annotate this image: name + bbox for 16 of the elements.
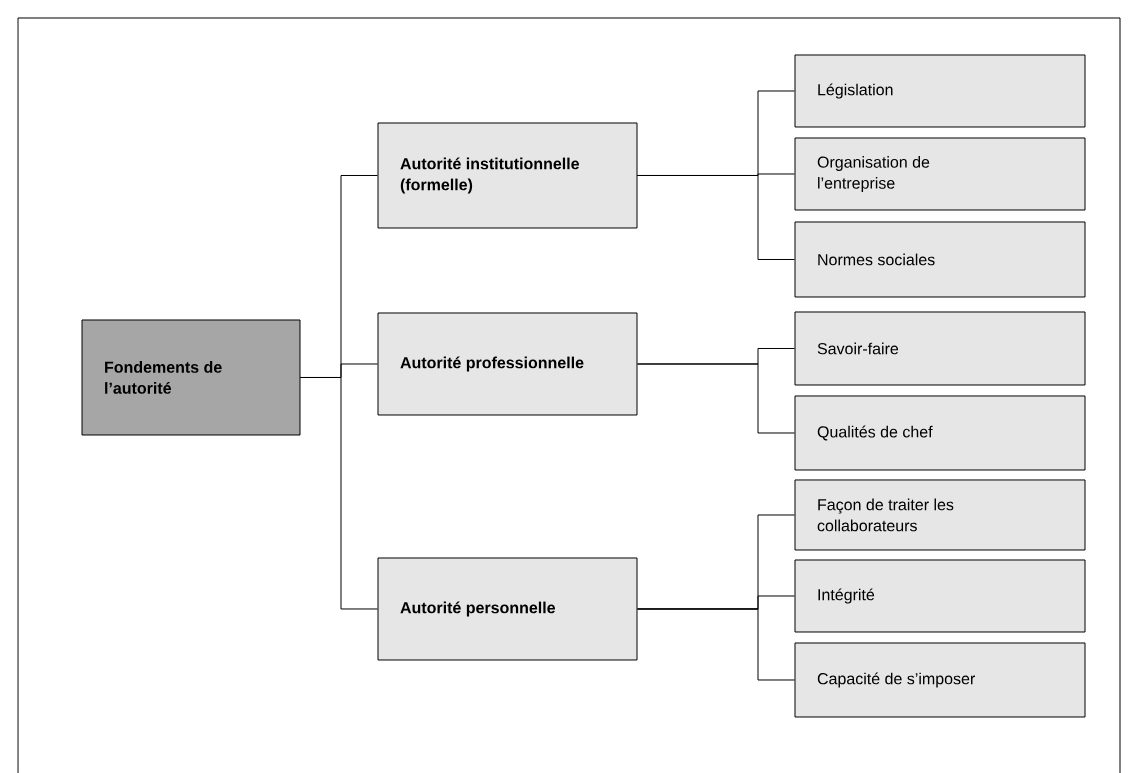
item-box: Normes sociales xyxy=(794,221,1086,298)
category-box: Autorité personnelle xyxy=(377,557,638,661)
connector xyxy=(637,363,795,434)
item-box: Qualités de chef xyxy=(794,395,1086,471)
connector xyxy=(637,175,795,260)
connector xyxy=(637,608,795,681)
category-box: Autorité professionnelle xyxy=(377,312,638,416)
category-box: Autorité institutionnelle (formelle) xyxy=(377,122,638,229)
item-box: Savoir-faire xyxy=(794,311,1086,386)
item-box: Législation xyxy=(794,54,1086,128)
item-box: Organisation de l’entreprise xyxy=(794,137,1086,211)
item-box: Façon de traiter les collaborateurs xyxy=(794,479,1086,551)
item-box: Intégrité xyxy=(794,559,1086,633)
connector xyxy=(300,377,378,610)
root-box: Fondements de l’autorité xyxy=(81,319,301,436)
item-box: Capacité de s’imposer xyxy=(794,642,1086,718)
